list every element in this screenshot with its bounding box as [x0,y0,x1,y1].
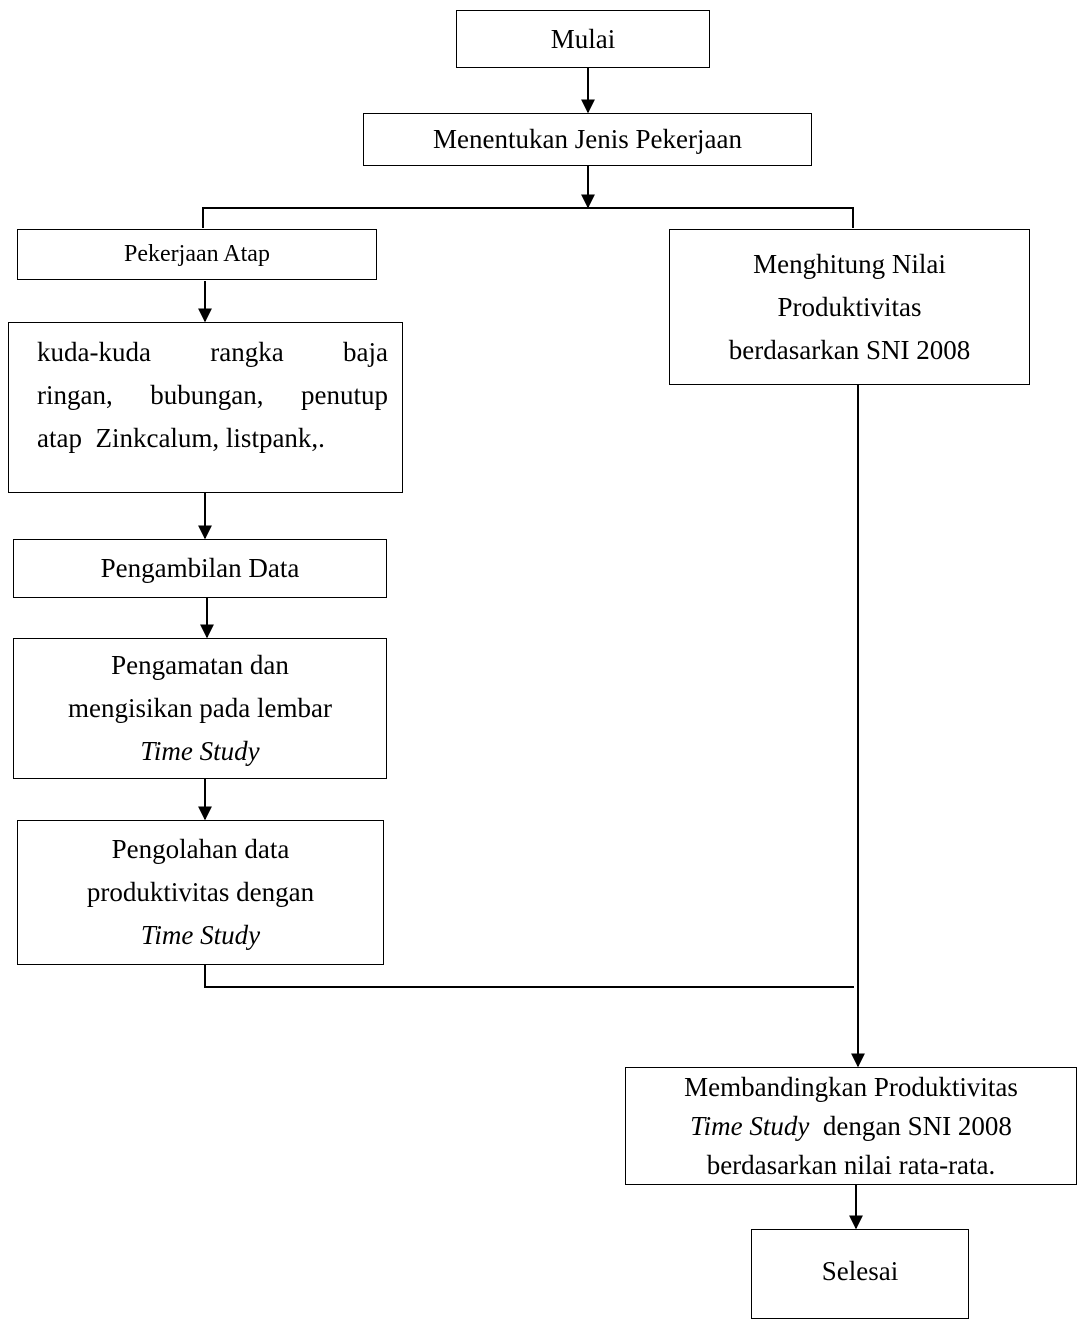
sni-line-1: Menghitung Nilai [753,248,946,279]
data-collection-node: Pengambilan Data [13,539,387,598]
roof-items-line-2: ringan, bubungan, penutup [37,380,388,410]
data-processing-node: Pengolahan data produktivitas dengan Tim… [17,820,384,965]
data-collection-label: Pengambilan Data [100,553,300,583]
roof-items-line-1: kuda-kuda rangka baja [37,337,388,367]
compare-line-3: berdasarkan nilai rata-rata. [706,1149,996,1180]
observation-line-3: Time Study [140,736,260,766]
compare-line-2: Time Study dengan SNI 2008 [626,1107,1076,1146]
split-connector [202,207,854,228]
processing-line-1: Pengolahan data [111,834,290,864]
sni-line-3: berdasarkan SNI 2008 [728,334,971,365]
determine-work-type-label: Menentukan Jenis Pekerjaan [433,124,742,154]
compare-productivity-node: Membandingkan Produktivitas Time Study d… [625,1067,1077,1185]
roof-work-node: Pekerjaan Atap [17,229,377,280]
observation-node: Pengamatan dan mengisikan pada lembar Ti… [13,638,387,779]
processing-line-3: Time Study [140,920,261,950]
start-label: Mulai [550,23,616,54]
observation-line-1: Pengamatan dan [111,650,289,680]
compare-time-study: Time Study [690,1110,810,1141]
sni-line-2: Produktivitas [777,291,922,322]
determine-work-type-node: Menentukan Jenis Pekerjaan [363,113,812,166]
observation-line-2: mengisikan pada lembar [68,693,332,723]
end-label: Selesai [821,1256,899,1286]
start-node: Mulai [456,10,710,68]
compare-line-2-rest: dengan SNI 2008 [809,1110,1012,1141]
end-node: Selesai [751,1229,969,1319]
merge-connector-left [204,965,854,988]
roof-items-node: kuda-kuda rangka baja ringan, bubungan, … [8,322,403,493]
processing-line-2: produktivitas dengan [86,877,315,907]
roof-work-label: Pekerjaan Atap [124,241,270,267]
roof-items-line-3: atap Zinkcalum, listpank,. [37,423,325,453]
sni-productivity-node: Menghitung Nilai Produktivitas berdasark… [669,229,1030,385]
compare-line-1: Membandingkan Produktivitas [684,1071,1018,1102]
